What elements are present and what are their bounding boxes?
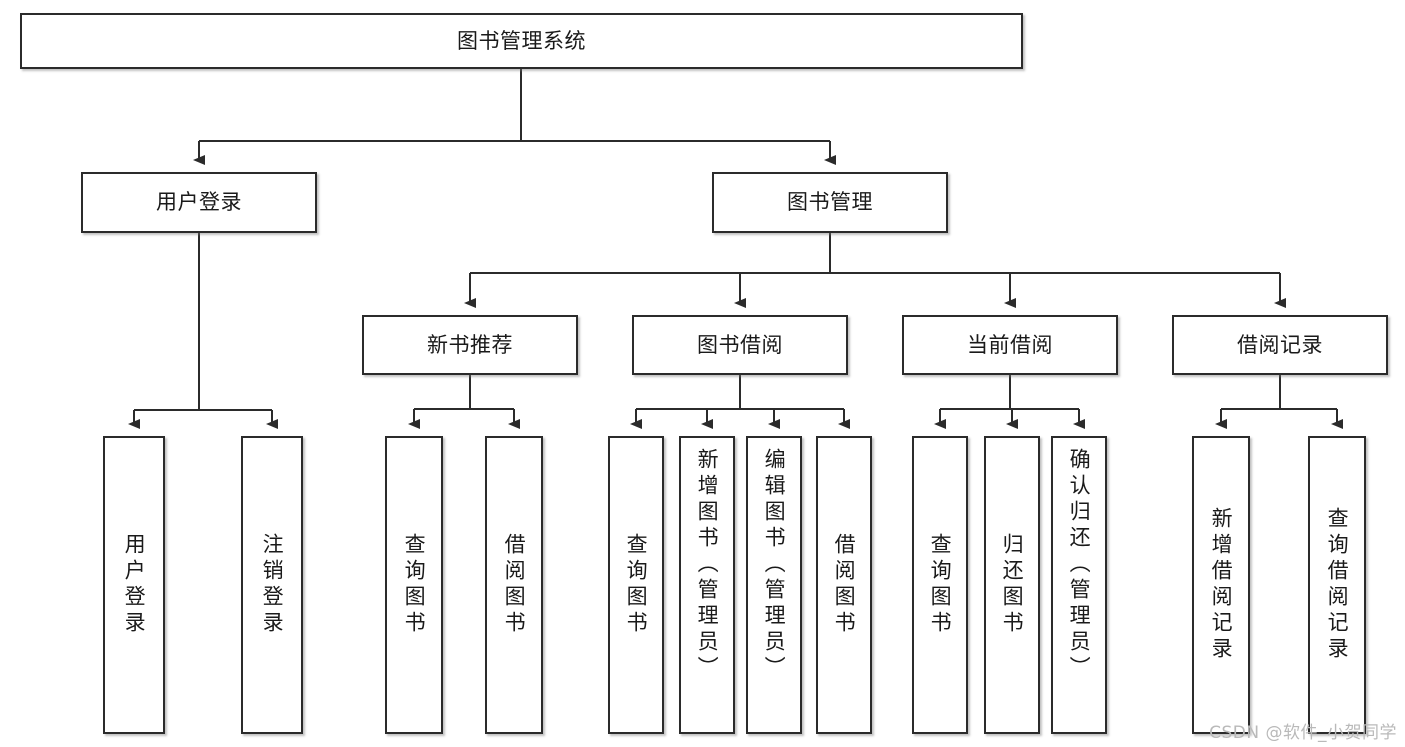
node-leaf-user-login[interactable]: 用户登录 <box>103 436 165 734</box>
node-leaf-logout[interactable]: 注销登录 <box>241 436 303 734</box>
node-borrow-record[interactable]: 借阅记录 <box>1172 315 1388 375</box>
node-label: 用户登录 <box>122 533 147 637</box>
node-book-management[interactable]: 图书管理 <box>712 172 948 233</box>
node-label: 图书借阅 <box>697 332 783 357</box>
node-label: 编辑图书（管理员） <box>762 448 787 682</box>
node-leaf-query-book-2[interactable]: 查询图书 <box>608 436 664 734</box>
node-label: 注销登录 <box>260 533 285 637</box>
node-label: 图书管理系统 <box>457 28 586 53</box>
node-label: 用户登录 <box>156 190 242 215</box>
node-leaf-add-book-admin[interactable]: 新增图书（管理员） <box>679 436 735 734</box>
node-label: 查询图书 <box>402 533 427 637</box>
node-leaf-borrow-book-1[interactable]: 借阅图书 <box>485 436 543 734</box>
node-leaf-query-borrow-record[interactable]: 查询借阅记录 <box>1308 436 1366 734</box>
node-current-borrow[interactable]: 当前借阅 <box>902 315 1118 375</box>
node-user-login[interactable]: 用户登录 <box>81 172 317 233</box>
node-label: 借阅图书 <box>502 533 527 637</box>
node-new-book-recommend[interactable]: 新书推荐 <box>362 315 578 375</box>
node-leaf-add-borrow-record[interactable]: 新增借阅记录 <box>1192 436 1250 734</box>
node-leaf-query-book-1[interactable]: 查询图书 <box>385 436 443 734</box>
node-label: 图书管理 <box>787 190 873 215</box>
node-label: 查询图书 <box>928 533 953 637</box>
node-label: 新增借阅记录 <box>1209 507 1234 663</box>
node-leaf-confirm-return-admin[interactable]: 确认归还（管理员） <box>1051 436 1107 734</box>
node-leaf-edit-book-admin[interactable]: 编辑图书（管理员） <box>746 436 802 734</box>
node-label: 新增图书（管理员） <box>695 448 720 682</box>
node-label: 借阅记录 <box>1237 332 1323 357</box>
node-label: 查询借阅记录 <box>1325 507 1350 663</box>
watermark: CSDN @软件_小贺同学 <box>1209 723 1397 743</box>
node-label: 当前借阅 <box>967 332 1053 357</box>
node-root-system[interactable]: 图书管理系统 <box>20 13 1023 69</box>
node-leaf-borrow-book-2[interactable]: 借阅图书 <box>816 436 872 734</box>
node-leaf-query-book-3[interactable]: 查询图书 <box>912 436 968 734</box>
node-book-borrow[interactable]: 图书借阅 <box>632 315 848 375</box>
node-leaf-return-book[interactable]: 归还图书 <box>984 436 1040 734</box>
node-label: 查询图书 <box>624 533 649 637</box>
node-label: 新书推荐 <box>427 332 513 357</box>
node-label: 借阅图书 <box>832 533 857 637</box>
node-label: 确认归还（管理员） <box>1067 448 1092 682</box>
node-label: 归还图书 <box>1000 533 1025 637</box>
